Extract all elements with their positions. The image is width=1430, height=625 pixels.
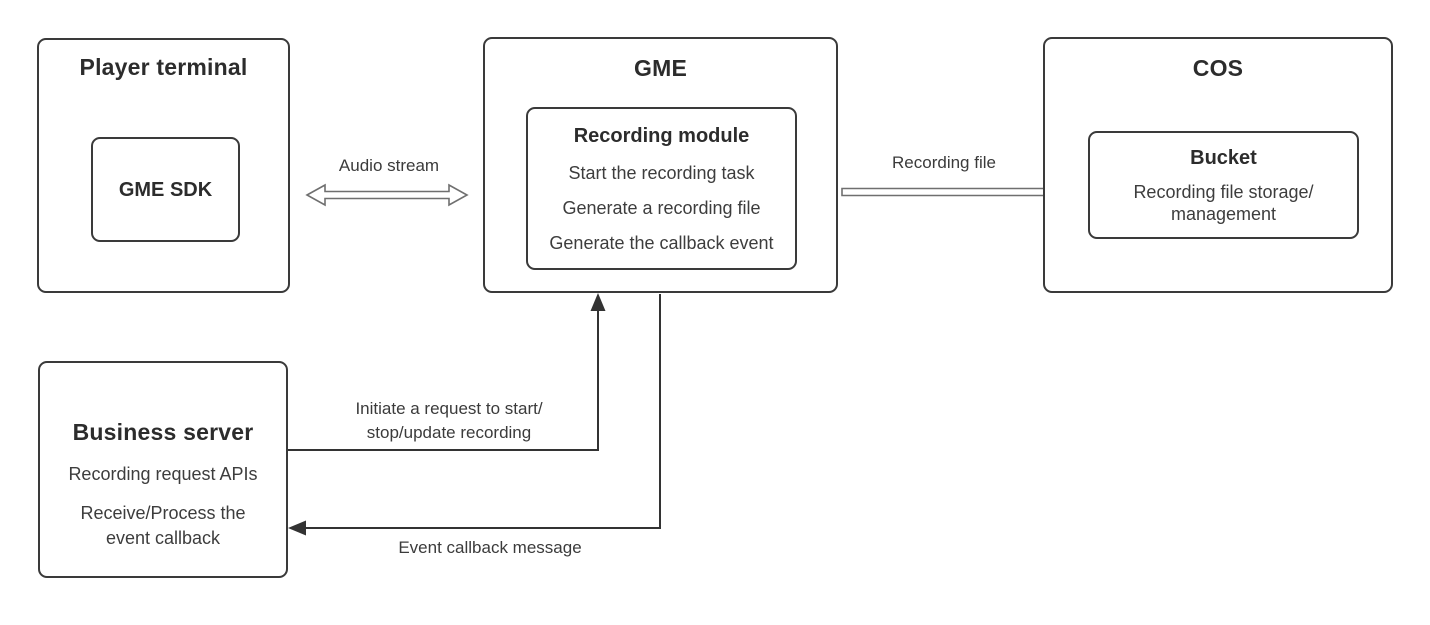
player-terminal-title: Player terminal <box>79 54 248 80</box>
gme-sdk-box: GME SDK <box>91 137 240 242</box>
recording-module-line-2: Generate a recording file <box>562 198 761 218</box>
gme-box: GME Recording module Start the recording… <box>483 37 838 293</box>
event-callback-label: Event callback message <box>398 538 582 557</box>
gme-title: GME <box>634 55 687 81</box>
audio-stream-label: Audio stream <box>338 156 440 175</box>
recording-module-line-1: Start the recording task <box>568 163 755 183</box>
recording-module-line-3: Generate the callback event <box>549 233 774 253</box>
initiate-request-label: Initiate a request to start/ stop/update… <box>355 399 543 442</box>
business-server-line-1: Recording request APIs <box>68 463 258 484</box>
recording-file-arrow <box>841 180 1075 204</box>
bucket-body: Recording file storage/ management <box>1133 182 1314 224</box>
player-terminal-box: Player terminal GME SDK <box>37 38 290 293</box>
bucket-title: Bucket <box>1190 147 1257 169</box>
business-server-title: Business server <box>72 418 254 445</box>
cos-box: COS Bucket Recording file storage/ manag… <box>1043 37 1393 293</box>
recording-module-title: Recording module <box>573 125 750 147</box>
recording-file-label: Recording file <box>892 153 996 172</box>
business-server-line-2: Receive/Process the event callback <box>80 502 246 548</box>
bucket-box: Bucket Recording file storage/ managemen… <box>1088 131 1359 239</box>
audio-stream-arrow <box>305 183 469 207</box>
cos-title: COS <box>1192 55 1244 81</box>
recording-module-box: Recording module Start the recording tas… <box>526 107 797 270</box>
initiate-request-arrowhead <box>590 293 606 311</box>
gme-sdk-title: GME SDK <box>118 178 213 201</box>
event-callback-arrowhead <box>288 520 306 536</box>
business-server-box: Business server Recording request APIs R… <box>38 361 288 578</box>
